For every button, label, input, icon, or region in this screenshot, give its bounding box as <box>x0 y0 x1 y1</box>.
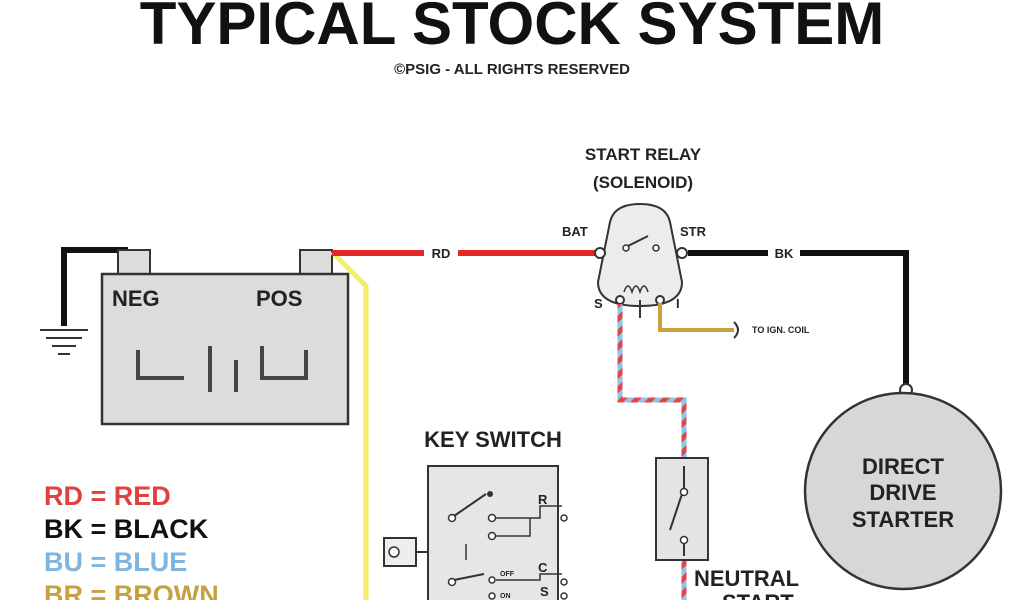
ignition-coil-wire <box>658 303 734 332</box>
battery-neg-label: NEG <box>112 286 160 311</box>
bk-label-bg <box>768 242 800 264</box>
yellow-wire <box>330 250 369 600</box>
battery: NEG POS <box>100 249 350 426</box>
direct-drive-starter <box>803 383 1003 591</box>
color-legend: RD = RED BK = BLACK BU = BLUE BR = BROWN <box>44 481 219 600</box>
starter-body <box>803 391 1003 591</box>
diagram-title: TYPICAL STOCK SYSTEM <box>140 0 885 57</box>
legend-item-black: BK = BLACK <box>44 514 209 544</box>
wire-end-icon <box>733 321 739 339</box>
starter-label-line2: DRIVE <box>869 480 936 505</box>
rd-wire-label: RD <box>432 246 451 261</box>
key-hole-icon <box>388 546 400 558</box>
relay-i-label: I <box>676 296 680 311</box>
battery-pos-label: POS <box>256 286 302 311</box>
starter-label-line1: DIRECT <box>862 454 944 479</box>
neutral-start-line1: NEUTRAL <box>694 566 799 591</box>
ground-icon <box>40 329 88 355</box>
ign-coil-label: TO IGN. COIL <box>752 325 810 335</box>
legend-item-brown: BR = BROWN <box>44 580 219 600</box>
relay-title-line1: START RELAY <box>585 145 702 164</box>
relay-str-label: STR <box>680 224 707 239</box>
key-switch <box>383 465 568 600</box>
battery-cell-icon <box>136 346 308 392</box>
key-switch-title: KEY SWITCH <box>424 427 562 452</box>
relay-bat-label: BAT <box>562 224 588 239</box>
neutral-start-switch <box>655 457 709 561</box>
red-blue-wire <box>617 304 687 458</box>
battery-body <box>100 272 350 426</box>
legend-item-blue: BU = BLUE <box>44 547 187 577</box>
battery-pos-terminal <box>299 249 333 277</box>
rd-label-bg <box>424 242 458 264</box>
key-switch-r-label: R <box>538 492 548 507</box>
key-switch-c-label: C <box>538 560 548 575</box>
starter-label-line3: STARTER <box>852 507 954 532</box>
key-switch-on-label: ON <box>500 593 511 600</box>
start-relay <box>594 202 688 318</box>
battery-neg-terminal <box>117 249 151 277</box>
neutral-start-line2: START <box>722 590 794 600</box>
ground-wire <box>61 247 128 326</box>
key-switch-off-label: OFF <box>500 571 515 578</box>
relay-s-label: S <box>594 296 603 311</box>
copyright-notice: ©PSIG - ALL RIGHTS RESERVED <box>394 61 630 78</box>
black-wire <box>688 250 909 386</box>
relay-title-line2: (SOLENOID) <box>593 173 693 192</box>
legend-item-red: RD = RED <box>44 481 171 511</box>
key-switch-s-label: S <box>540 584 549 599</box>
bk-wire-label: BK <box>775 246 794 261</box>
